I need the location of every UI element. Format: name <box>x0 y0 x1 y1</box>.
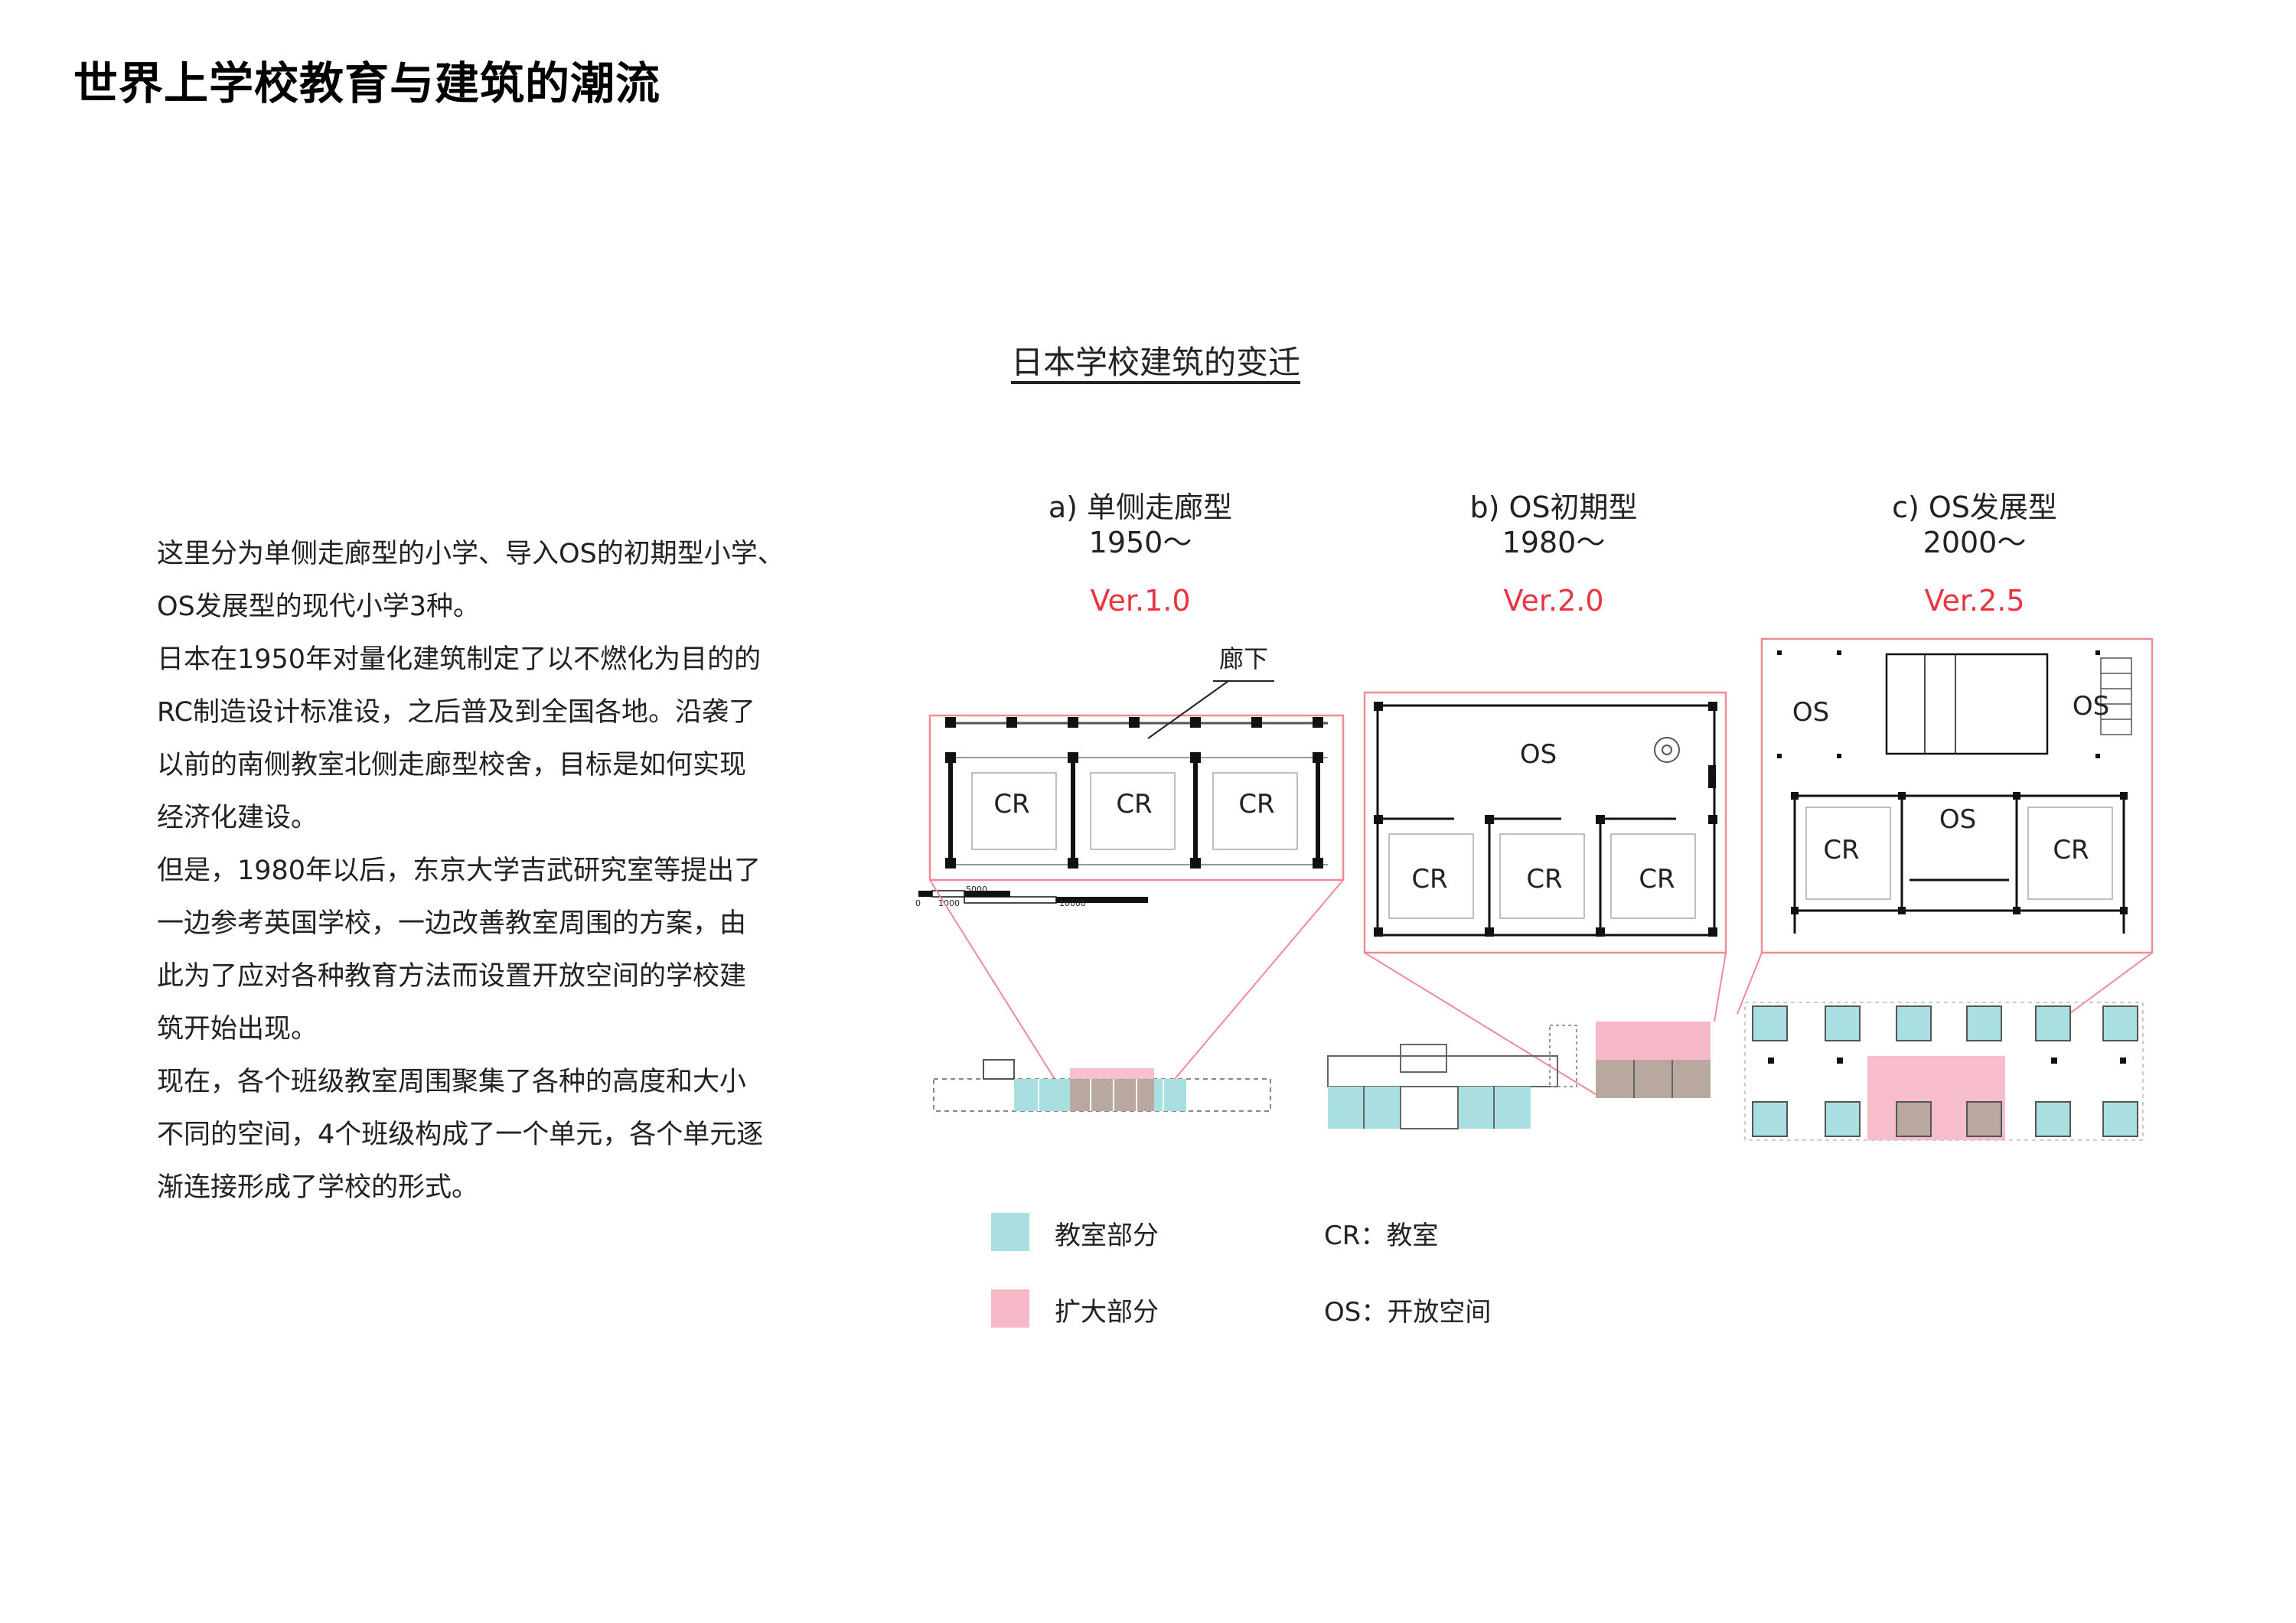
description-line: 不同的空间，4个班级构成了一个单元，各个单元逐 <box>157 1119 764 1150</box>
corridor-label: 廊下 <box>1219 644 1268 673</box>
legend-expanded-label: 扩大部分 <box>1055 1297 1159 1328</box>
description-line: 筑开始出现。 <box>157 1014 318 1045</box>
site-plan-c <box>1744 1002 2144 1141</box>
description-line: 经济化建设。 <box>157 803 318 833</box>
plan-c-cr-label: CR <box>1823 835 1859 865</box>
description-text: 这里分为单侧走廊型的小学、导入OS的初期型小学、 OS发展型的现代小学3种。 日… <box>157 528 861 1214</box>
description-line: 但是，1980年以后，东京大学吉武研究室等提出了 <box>157 855 762 886</box>
type-c-header: c) OS发展型 2000〜 Ver.2.5 <box>1806 490 2143 618</box>
plan-b-cr-label: CR <box>1526 864 1562 895</box>
plan-a-desks <box>971 772 1298 850</box>
type-a-header: a) 单侧走廊型 1950〜 Ver.1.0 <box>972 490 1309 618</box>
description-line: 一边参考英国学校，一边改善教室周围的方案，由 <box>157 908 747 939</box>
legend-cr-definition: CR：教室 <box>1324 1221 1439 1251</box>
site-plan-b <box>1327 1022 1711 1129</box>
type-a-year: 1950〜 <box>1088 526 1192 559</box>
site-plan-a <box>933 1059 1271 1112</box>
description-line: 以前的南侧教室北侧走廊型校舍，目标是如何实现 <box>157 750 747 781</box>
plan-b-cr-label: CR <box>1639 864 1675 895</box>
page-title: 世界上学校教育与建筑的潮流 <box>73 57 661 109</box>
diagram-title: 日本学校建筑的变迁 <box>1010 344 1300 381</box>
legend-classroom-label: 教室部分 <box>1055 1221 1159 1251</box>
description-line: 此为了应对各种教育方法而设置开放空间的学校建 <box>157 961 747 992</box>
legend-classroom-swatch <box>991 1213 1029 1251</box>
scale-label: 5000 <box>966 885 987 895</box>
type-b-label: b) OS初期型 <box>1469 490 1638 524</box>
corridor-leader <box>1147 680 1229 739</box>
plan-a-cr-label: CR <box>1238 789 1274 820</box>
plan-c-frame <box>1760 637 2154 954</box>
plan-b-frame <box>1363 691 1727 954</box>
scale-label: 10000 <box>1059 898 1086 908</box>
description-line: 渐连接形成了学校的形式。 <box>157 1172 479 1203</box>
plan-b: OS CR CR CR <box>1327 691 1727 1129</box>
type-c-label: c) OS发展型 <box>1892 490 2057 524</box>
plan-a-walls <box>948 758 1320 865</box>
type-c-version: Ver.2.5 <box>1924 584 2025 618</box>
plan-c-os-label: OS <box>2073 691 2109 722</box>
plan-a-cr-label: CR <box>993 789 1029 820</box>
description-line: 日本在1950年对量化建筑制定了以不燃化为目的的 <box>157 644 762 675</box>
plan-a: CR CR CR 廊下 0 1000 5000 10000 <box>915 644 1345 1112</box>
description-line: OS发展型的现代小学3种。 <box>157 592 481 622</box>
plan-c-os-label: OS <box>1939 804 1976 835</box>
type-a-version: Ver.1.0 <box>1090 584 1191 618</box>
plan-a-frame <box>928 714 1345 882</box>
plan-c: OS OS OS CR CR <box>1737 637 2154 1141</box>
type-c-year: 2000〜 <box>1923 526 2027 559</box>
legend-expanded-swatch <box>991 1289 1029 1328</box>
description-line: RC制造设计标准设，之后普及到全国各地。沿袭了 <box>157 697 756 728</box>
legend-os-definition: OS：开放空间 <box>1324 1297 1492 1328</box>
type-a-label: a) 单侧走廊型 <box>1048 490 1233 524</box>
scale-label: 0 <box>915 898 921 908</box>
type-b-version: Ver.2.0 <box>1503 584 1604 618</box>
description-line: 现在，各个班级教室周围聚集了各种的高度和大小 <box>157 1067 747 1097</box>
plan-a-cr-label: CR <box>1116 789 1152 820</box>
scale-bar: 0 1000 5000 10000 <box>915 885 1148 908</box>
plan-b-cr-label: CR <box>1411 864 1447 895</box>
plan-b-os-label: OS <box>1520 739 1557 770</box>
plan-c-os-label: OS <box>1792 697 1829 728</box>
description-line: 这里分为单侧走廊型的小学、导入OS的初期型小学、 <box>157 539 784 569</box>
type-b-header: b) OS初期型 1980〜 Ver.2.0 <box>1385 490 1722 618</box>
type-b-year: 1980〜 <box>1502 526 1606 559</box>
plan-c-cr-label: CR <box>2053 835 2089 865</box>
